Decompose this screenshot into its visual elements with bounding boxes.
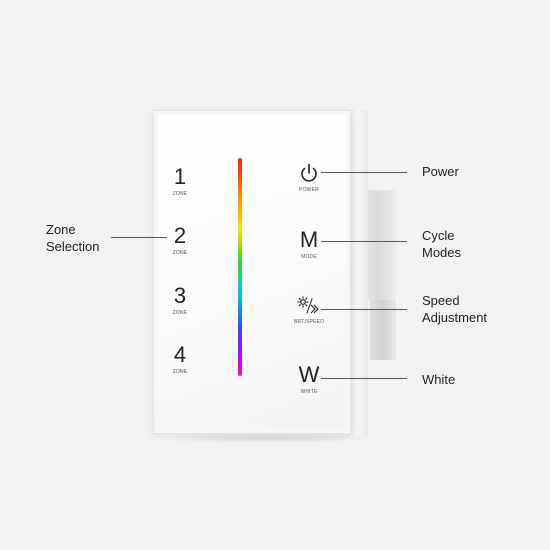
white-callout-line	[321, 378, 407, 379]
panel-edge	[346, 110, 368, 436]
power-caption: POWER	[299, 187, 319, 193]
speed-label-line2: Adjustment	[422, 310, 488, 325]
zone-label-line1: Zone	[46, 222, 76, 237]
zone-2-key[interactable]: 2 ZONE	[160, 223, 200, 257]
white-key[interactable]: W WHITE	[289, 362, 329, 396]
zone-1-number: 1	[173, 164, 187, 189]
power-key[interactable]: POWER	[289, 162, 329, 193]
mode-caption: MODE	[301, 254, 317, 260]
cycle-modes-label: Cycle Modes	[422, 227, 461, 261]
zone-4-caption: ZONE	[172, 369, 188, 375]
speed-key[interactable]: BRT/SPEED	[289, 296, 329, 325]
speed-label-line1: Speed	[422, 293, 460, 308]
mode-callout-line	[321, 241, 407, 242]
zone-selection-label: Zone Selection	[46, 221, 99, 255]
zone-label-line2: Selection	[46, 239, 100, 254]
power-icon	[301, 163, 317, 182]
panel-shadow	[160, 433, 375, 443]
brightness-speed-icon	[297, 296, 319, 314]
wall-bracket-lower	[370, 300, 396, 360]
white-caption: WHITE	[300, 389, 318, 395]
speed-caption: BRT/SPEED	[293, 319, 325, 325]
zone-1-caption: ZONE	[172, 191, 188, 197]
zone-3-number: 3	[173, 283, 187, 308]
rgb-color-slider[interactable]	[238, 158, 242, 376]
power-callout-line	[321, 172, 407, 173]
zone-callout-line	[111, 237, 167, 238]
cycle-label-line1: Cycle	[422, 228, 455, 243]
cycle-label-line2: Modes	[422, 245, 462, 260]
zone-3-key[interactable]: 3 ZONE	[160, 283, 200, 317]
mode-key[interactable]: M MODE	[289, 227, 329, 261]
power-label: Power	[422, 164, 459, 179]
speed-callout-line	[321, 309, 407, 310]
touch-panel	[153, 110, 351, 434]
zone-4-number: 4	[173, 342, 187, 367]
zone-1-key[interactable]: 1 ZONE	[160, 164, 200, 198]
white-glyph: W	[298, 362, 320, 387]
zone-2-caption: ZONE	[172, 250, 188, 256]
mode-glyph: M	[299, 227, 319, 252]
zone-2-number: 2	[173, 223, 187, 248]
white-label: White	[422, 372, 456, 387]
wall-bracket	[366, 190, 396, 300]
zone-3-caption: ZONE	[172, 310, 188, 316]
zone-4-key[interactable]: 4 ZONE	[160, 342, 200, 376]
speed-adjustment-label: Speed Adjustment	[422, 292, 487, 326]
